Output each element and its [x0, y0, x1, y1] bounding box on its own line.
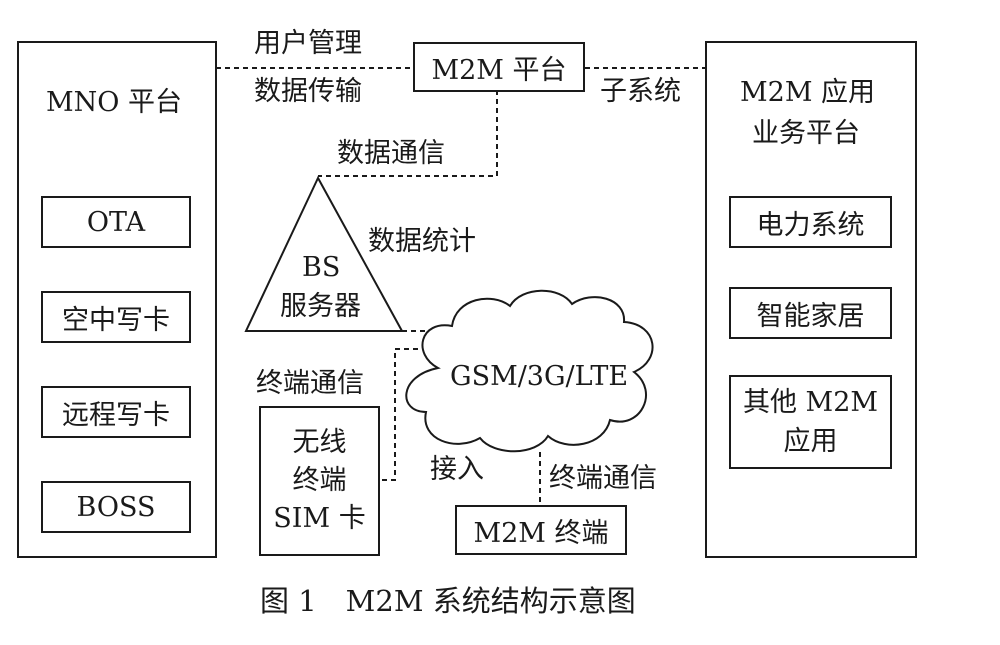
app-item-other-line1: 其他 M2M: [742, 386, 879, 418]
edge-label-terminal-comm-right: 终端通信: [549, 463, 657, 494]
wireless-terminal-sim: 无线 终端 SIM 卡: [259, 406, 380, 556]
cloud-wireless-connector: [380, 348, 436, 481]
edge-label-data-stats: 数据统计: [368, 226, 476, 257]
wireless-line2: 终端: [292, 465, 347, 497]
app-platform-title-line1: M2M 应用: [740, 77, 876, 108]
wireless-line1: 无线: [292, 427, 347, 459]
m2m-bs-connector: [318, 90, 498, 177]
figure-caption: 图 1 M2M 系统结构示意图: [260, 584, 636, 618]
app-item-smart-home: 智能家居: [729, 287, 892, 339]
app-platform-title-line2: 业务平台: [752, 118, 860, 149]
m2m-platform: M2M 平台: [413, 42, 585, 92]
network-cloud: [405, 289, 654, 453]
edge-label-access: 接入: [430, 454, 484, 485]
mno-item-ota-write: 空中写卡: [41, 291, 191, 343]
m2m-terminal: M2M 终端: [455, 505, 627, 555]
bs-label-line2: 服务器: [280, 291, 361, 322]
bs-label-line1: BS: [302, 252, 341, 283]
mno-item-boss: BOSS: [41, 481, 191, 533]
cloud-label: GSM/3G/LTE: [450, 361, 629, 392]
edge-label-terminal-comm-left: 终端通信: [256, 368, 364, 399]
edge-label-user-mgmt: 用户管理: [254, 28, 362, 59]
app-item-power: 电力系统: [729, 196, 892, 248]
edge-label-data-comm: 数据通信: [337, 138, 445, 169]
edge-label-data-transfer: 数据传输: [254, 76, 362, 107]
mno-item-ota: OTA: [41, 196, 191, 248]
mno-platform-title: MNO 平台: [46, 87, 182, 118]
edge-label-subsystem: 子系统: [600, 76, 681, 107]
bs-triangle: [244, 175, 404, 332]
app-item-other: 其他 M2M 应用: [729, 375, 892, 469]
wireless-line3: SIM 卡: [273, 502, 366, 534]
mno-item-remote-write: 远程写卡: [41, 386, 191, 438]
app-item-other-line2: 应用: [783, 426, 838, 457]
